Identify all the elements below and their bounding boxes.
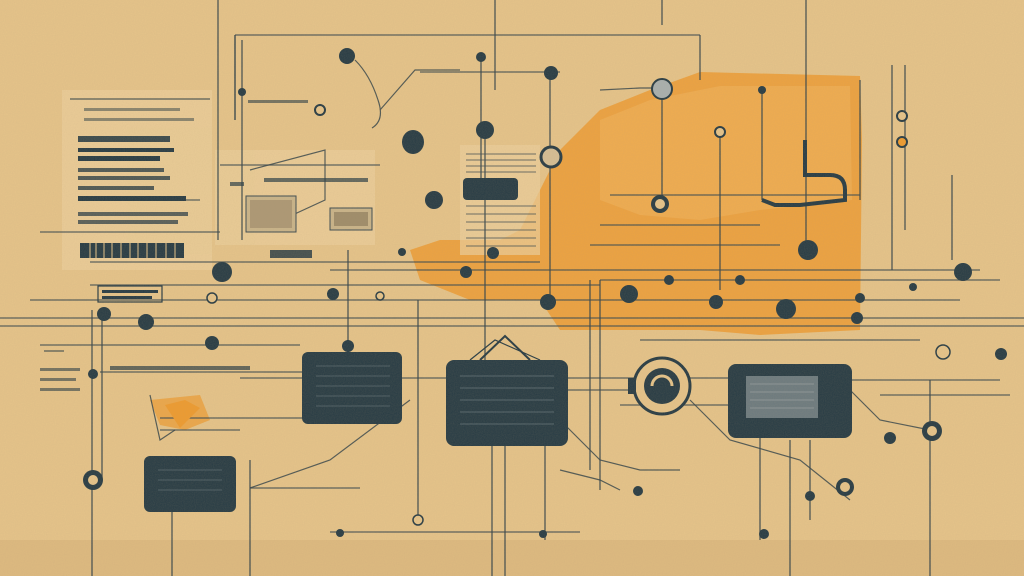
artwork-canvas (0, 0, 1024, 576)
paper-grain (0, 0, 1024, 576)
circuit-illustration (0, 0, 1024, 576)
